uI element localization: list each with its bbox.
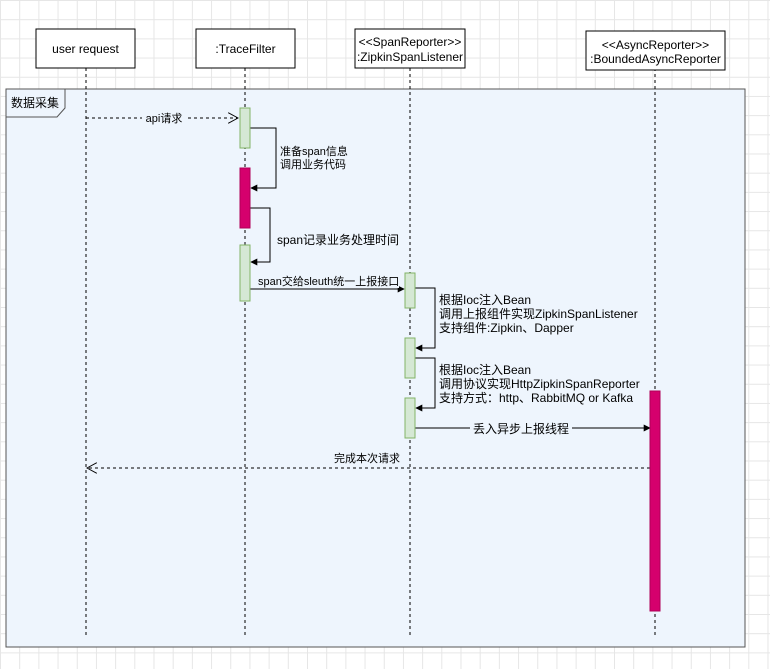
- activation-zipkin-3[interactable]: [404, 397, 416, 439]
- activation-async[interactable]: [649, 390, 661, 612]
- activation-zipkin-2[interactable]: [404, 337, 416, 379]
- message-ioc1-line2: 调用上报组件实现ZipkinSpanListener: [439, 306, 638, 321]
- lifeline-trace-box[interactable]: [195, 28, 296, 69]
- message-record-label: span记录业务处理时间: [277, 232, 399, 247]
- lifeline-trace-label: :TraceFilter: [215, 42, 275, 56]
- activation-zipkin-1[interactable]: [404, 272, 416, 309]
- message-ioc-reporter: [415, 357, 436, 412]
- message-handoff-label: span交给sleuth统一上报接口: [258, 274, 399, 288]
- message-prepare-line2: 调用业务代码: [280, 158, 346, 171]
- frame: [5, 88, 746, 648]
- lifeline-async-name: :BoundedAsyncReporter: [590, 52, 721, 66]
- activation-trace-1[interactable]: [239, 107, 251, 149]
- lifeline-async-box[interactable]: [585, 30, 726, 71]
- lifeline-async-stereotype: <<AsyncReporter>>: [602, 38, 709, 52]
- message-record-time: [250, 207, 271, 266]
- message-api-label: api请求: [146, 112, 183, 125]
- message-ioc2-line2: 调用协议实现HttpZipkinSpanReporter: [439, 376, 640, 391]
- message-ioc-listener: [415, 287, 436, 352]
- lifeline-zipkin-stereotype: <<SpanReporter>>: [359, 35, 462, 49]
- message-handoff-label-bg: [257, 274, 399, 288]
- message-ioc1-line1: 根据Ioc注入Bean: [439, 292, 531, 307]
- message-ioc1-line3: 支持组件:Zipkin、Dapper: [439, 320, 574, 335]
- message-prepare-line1: 准备span信息: [280, 144, 348, 158]
- message-prepare-span: [250, 127, 277, 192]
- lifeline-zipkin-box[interactable]: [354, 28, 466, 69]
- message-api-label-bg: [142, 111, 186, 125]
- lifeline-user-label: user request: [52, 42, 119, 56]
- activation-trace-2[interactable]: [239, 244, 251, 302]
- lifeline-zipkin-name: :ZipkinSpanListener: [357, 50, 463, 64]
- activation-trace-business[interactable]: [239, 167, 251, 229]
- message-async-label-bg: [470, 421, 572, 436]
- message-complete-label: 完成本次请求: [334, 451, 400, 465]
- frame-title: 数据采集: [11, 95, 59, 110]
- message-async-label: 丢入异步上报线程: [473, 421, 569, 436]
- lifeline-user-box[interactable]: [35, 28, 136, 69]
- message-ioc2-line3: 支持方式：http、RabbitMQ or Kafka: [439, 390, 633, 405]
- message-ioc2-line1: 根据Ioc注入Bean: [439, 362, 531, 377]
- frame-tag: [5, 88, 66, 118]
